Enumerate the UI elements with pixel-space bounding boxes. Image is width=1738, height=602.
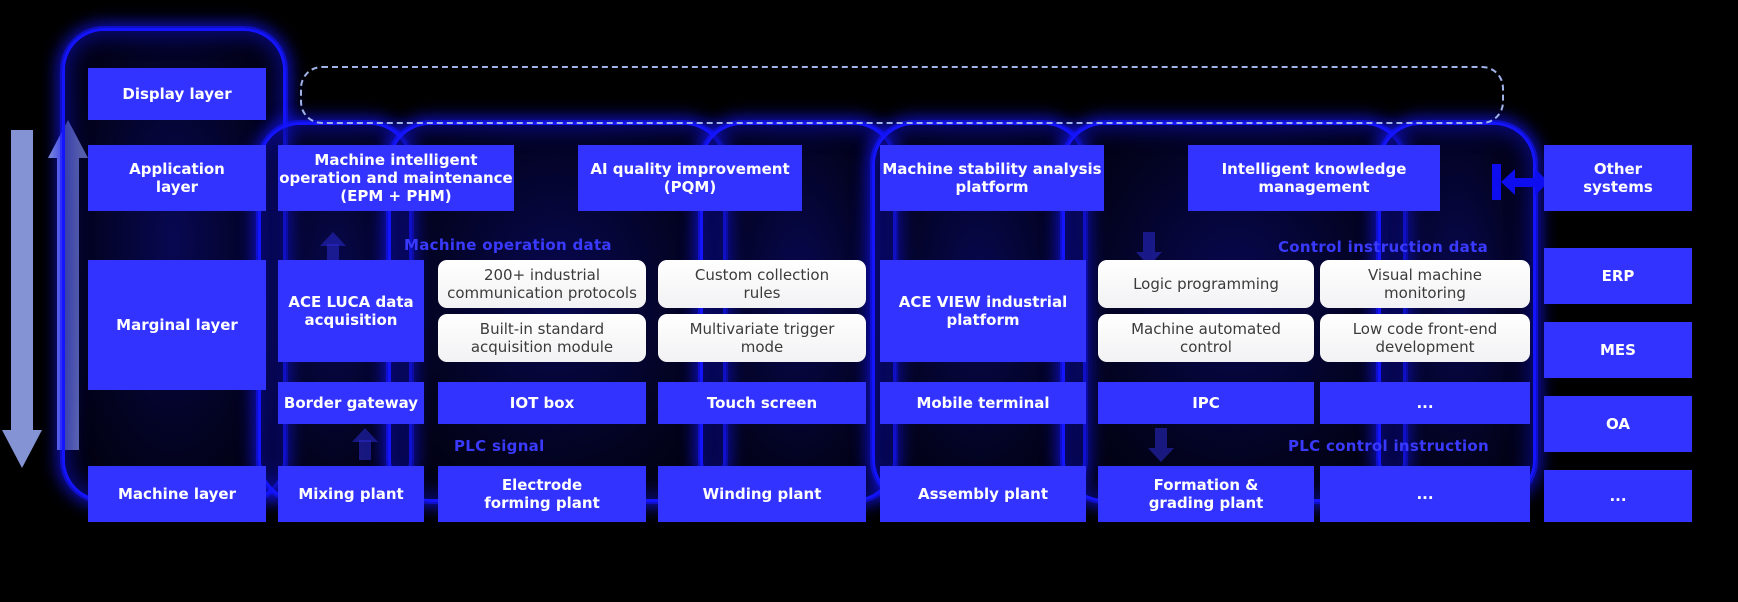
side-partial-label: ation <box>0 85 31 103</box>
machine-assembly-plant[interactable]: Assembly plant <box>880 466 1086 522</box>
flow-label-control-instruction-data: Control instruction data <box>1278 238 1488 256</box>
marginal-card-builtin-acquisition-module[interactable]: Built-in standard acquisition module <box>438 314 646 362</box>
row-label-marginal-layer: Marginal layer <box>88 260 266 390</box>
right-col-oa[interactable]: OA <box>1544 396 1692 452</box>
device-more[interactable]: ... <box>1320 382 1530 424</box>
device-iot-box[interactable]: IOT box <box>438 382 646 424</box>
app-item-machine-stability[interactable]: Machine stability analysis platform <box>880 145 1104 211</box>
marginal-card-industrial-protocols[interactable]: 200+ industrial communication protocols <box>438 260 646 308</box>
right-col-mes[interactable]: MES <box>1544 322 1692 378</box>
marginal-card-low-code-development[interactable]: Low code front-end development <box>1320 314 1530 362</box>
marginal-ace-view-platform[interactable]: ACE VIEW industrial platform <box>880 260 1086 362</box>
machine-formation-grading-plant[interactable]: Formation & grading plant <box>1098 466 1314 522</box>
row-label-application-layer: Application layer <box>88 145 266 211</box>
machine-electrode-forming-plant[interactable]: Electrode forming plant <box>438 466 646 522</box>
flow-label-machine-operation-data: Machine operation data <box>404 236 612 254</box>
device-ipc[interactable]: IPC <box>1098 382 1314 424</box>
marginal-card-visual-machine-monitoring[interactable]: Visual machine monitoring <box>1320 260 1530 308</box>
right-col-other-systems[interactable]: Other systems <box>1544 145 1692 211</box>
device-border-gateway[interactable]: Border gateway <box>278 382 424 424</box>
right-col-more[interactable]: ... <box>1544 470 1692 522</box>
device-mobile-terminal[interactable]: Mobile terminal <box>880 382 1086 424</box>
row-label-machine-layer: Machine layer <box>88 466 266 522</box>
machine-more[interactable]: ... <box>1320 466 1530 522</box>
app-item-ai-quality-pqm[interactable]: AI quality improvement (PQM) <box>578 145 802 211</box>
marginal-card-multivariate-trigger-mode[interactable]: Multivariate trigger mode <box>658 314 866 362</box>
marginal-card-logic-programming[interactable]: Logic programming <box>1098 260 1314 308</box>
app-item-epm-phm[interactable]: Machine intelligent operation and mainte… <box>278 145 514 211</box>
app-item-knowledge-management[interactable]: Intelligent knowledge management <box>1188 145 1440 211</box>
flow-label-plc-signal: PLC signal <box>454 437 545 455</box>
machine-operation-data-arrow-icon <box>320 232 346 266</box>
machine-winding-plant[interactable]: Winding plant <box>658 466 866 522</box>
flow-label-plc-control-instruction: PLC control instruction <box>1288 437 1489 455</box>
display-layer-dashed-link <box>300 66 1504 124</box>
marginal-ace-luca-platform[interactable]: ACE LUCA data acquisition <box>278 260 424 362</box>
plc-signal-arrow-icon <box>352 428 378 462</box>
right-col-erp[interactable]: ERP <box>1544 248 1692 304</box>
row-label-display-layer: Display layer <box>88 68 266 120</box>
plc-control-instruction-arrow-icon <box>1148 428 1174 462</box>
machine-mixing-plant[interactable]: Mixing plant <box>278 466 424 522</box>
arrow-down-icon <box>2 130 42 470</box>
device-touch-screen[interactable]: Touch screen <box>658 382 866 424</box>
arrow-up-icon <box>48 120 88 450</box>
marginal-card-machine-automated-control[interactable]: Machine automated control <box>1098 314 1314 362</box>
marginal-card-custom-collection-rules[interactable]: Custom collection rules <box>658 260 866 308</box>
